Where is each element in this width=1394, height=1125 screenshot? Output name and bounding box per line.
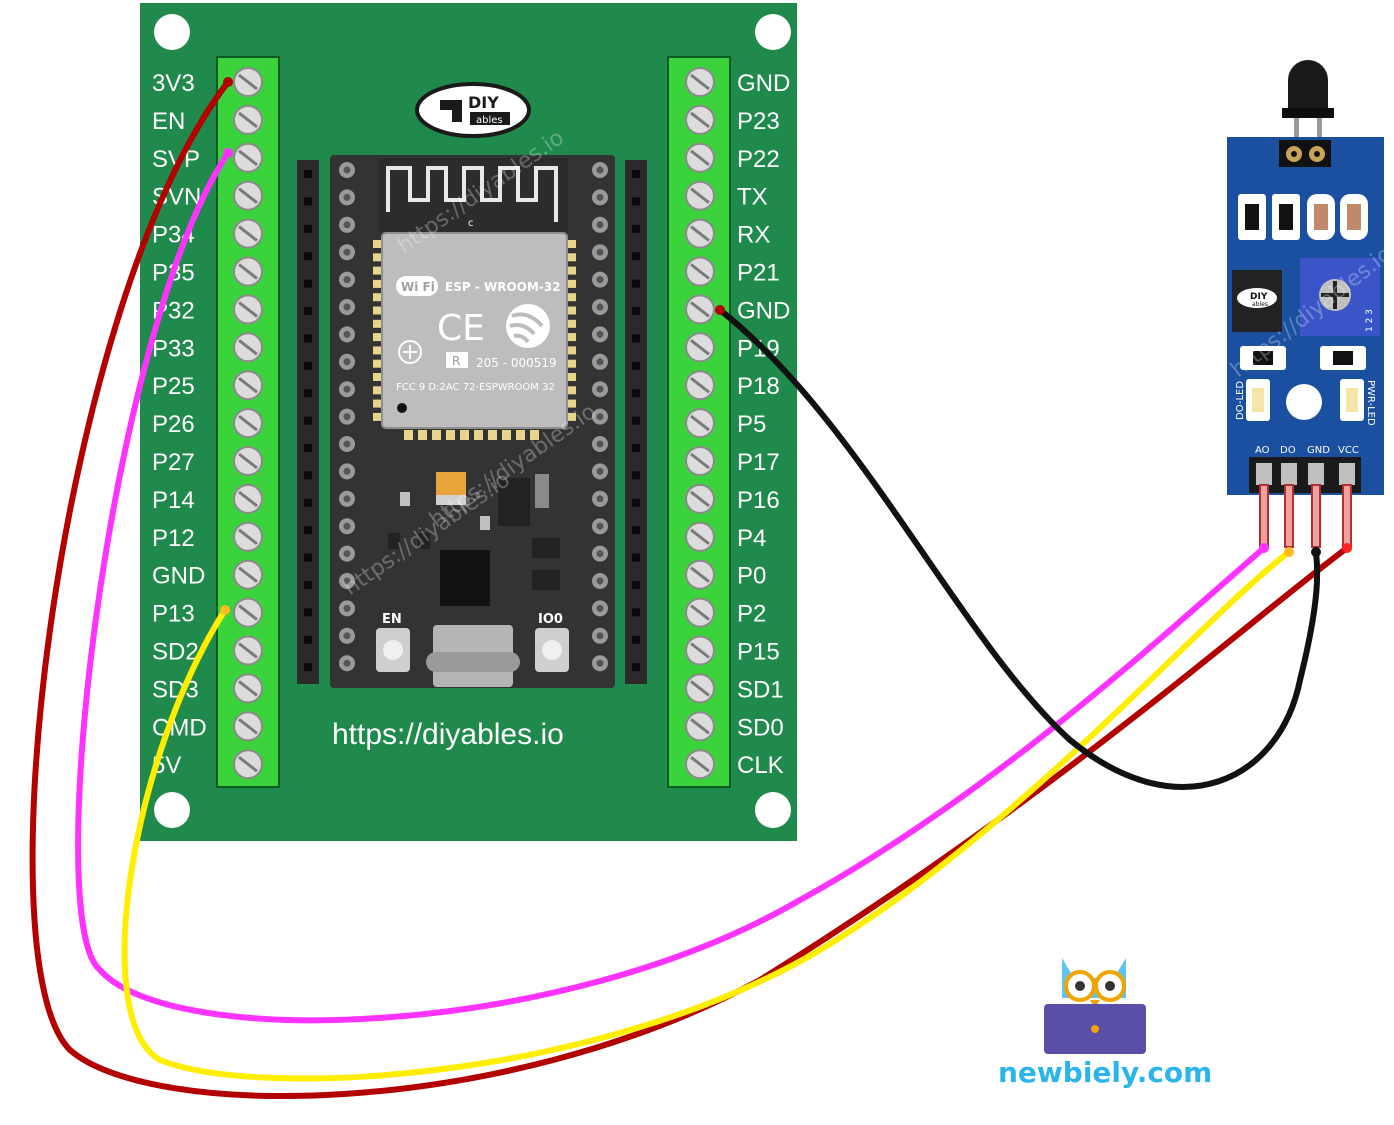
wire-gnd-to-gnd[interactable] [718,307,1321,790]
footer-brand: newbiely.com [998,1056,1212,1089]
espressif-logo-icon [506,304,550,348]
pin-label: SD2 [152,639,199,666]
fcc-id: FCC 9 D:2AC 72-ESPWROOM 32 [396,382,555,393]
diyables-logo: DIY ables [415,82,531,138]
sensor-logo-text: DIY [1250,292,1268,302]
pin-label: P15 [737,639,780,666]
sensor-pin-label: VCC [1338,445,1359,456]
wire-svp-to-ao[interactable] [75,151,1266,1024]
cert-mark-icon [398,340,422,364]
c-mark: c [468,218,474,229]
pin-label: GND [737,297,790,324]
sensor-pin-label: AO [1255,445,1270,456]
pin-label: P21 [737,260,780,287]
pin-label: P12 [152,525,195,552]
pin-label: P4 [737,525,766,552]
board-logo-sub: ables [476,115,503,126]
ce-mark: CE [437,308,485,349]
svg-text:Wi Fi: Wi Fi [401,280,435,294]
flame-sensor-module: DIY ables 1 2 3 DO-LED PWR-LED AO DO GND VC… [1226,60,1394,548]
ir-led [1288,60,1328,110]
pin-label: P17 [737,449,780,476]
wire-3v3-to-vcc[interactable] [29,80,1349,1099]
pin-label: P18 [737,373,780,400]
wire-p13-to-do[interactable] [121,549,1291,1082]
pin-label: P13 [152,601,195,628]
en-button-label: EN [382,612,402,627]
pin-label: P2 [737,601,766,628]
esp32-terminal-board: 3V3ENSVPSVNP34P35P32P33P25P26P27P14P12GN… [140,3,797,841]
pin-label: P26 [152,411,195,438]
wifi-logo-icon: Wi Fi [396,276,438,296]
mounting-hole [755,792,791,828]
sensor-logo-sub: ables [1252,301,1268,308]
pin-label: P0 [737,563,766,590]
pin-label: SD3 [152,676,199,703]
pin-label: CLK [737,752,784,779]
board-url: https://diyables.io [332,718,564,751]
pin-label: SD0 [737,714,784,741]
board-logo-text: DIY [468,93,499,112]
pin-label: P16 [737,487,780,514]
sensor-mounting-hole [1286,384,1322,420]
pin-label: TX [737,184,768,211]
pin-label: P33 [152,335,195,362]
io0-button-label: IO0 [538,612,563,627]
module-name: ESP - WROOM-32 [445,280,560,294]
pin-label: GND [152,563,205,590]
pin-label: EN [152,108,185,135]
antenna-trace [386,166,558,222]
pin-label: P27 [152,449,195,476]
wires [29,77,1352,1099]
pin-label: 3V3 [152,70,195,97]
pin-label: CMD [152,714,207,741]
do-led-label: DO-LED [1235,381,1246,420]
usb-uart-chip [440,550,490,606]
sensor-pin-label: GND [1307,445,1330,456]
pin-label: P23 [737,108,780,135]
sensor-pin-label: DO [1280,445,1296,456]
newbiely-logo: newbiely.com [998,958,1212,1089]
pin-label: P14 [152,487,195,514]
pin-label: SD1 [737,676,784,703]
pin-label: P22 [737,146,780,173]
pot-digits: 1 2 3 [1365,309,1375,332]
pin-label: GND [737,70,790,97]
mounting-hole [154,14,190,50]
mounting-hole [154,792,190,828]
r-mark: R [452,354,460,368]
cert-id: 205 - 000519 [476,356,557,370]
pin-label: P25 [152,373,195,400]
mounting-hole [755,14,791,50]
pin-label: RX [737,222,770,249]
pin-label: P5 [737,411,766,438]
pwr-led-label: PWR-LED [1365,380,1376,426]
